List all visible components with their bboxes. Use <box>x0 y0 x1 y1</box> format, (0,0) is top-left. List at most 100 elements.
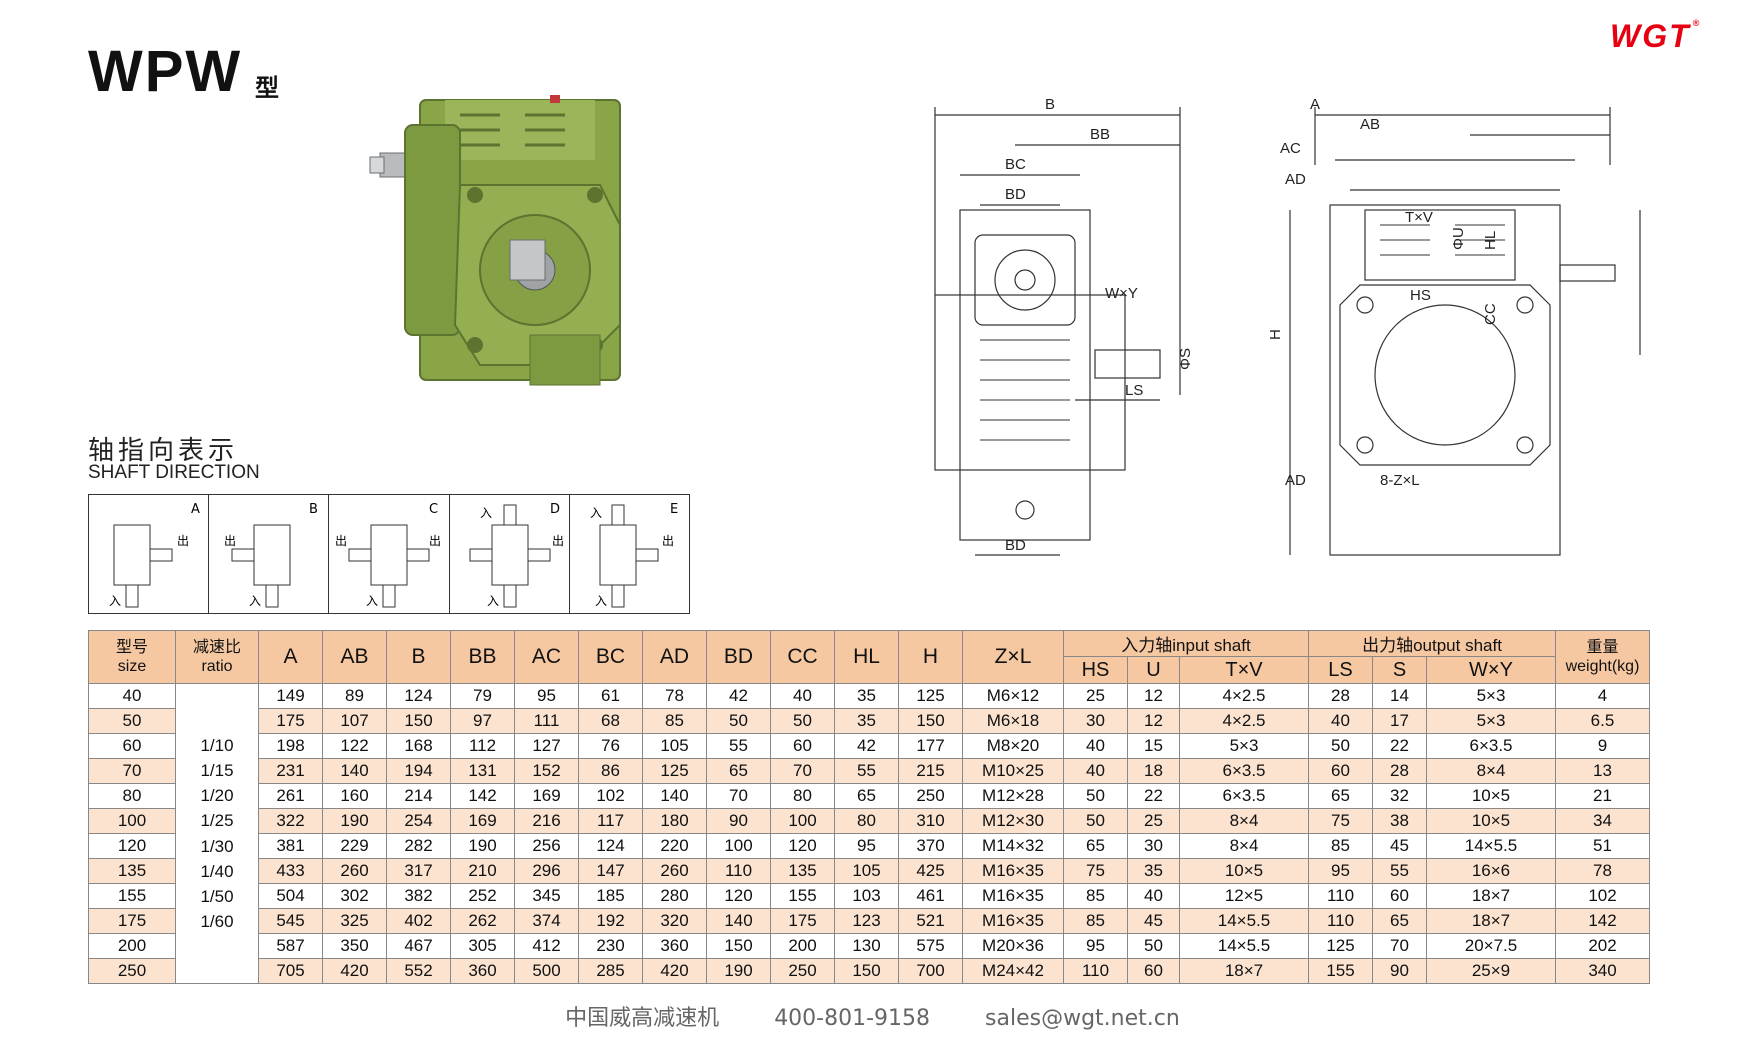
table-cell: 381 <box>258 833 323 859</box>
table-cell: 45 <box>1372 833 1427 859</box>
table-cell: M14×32 <box>962 833 1064 859</box>
ratio-value: 1/15 <box>200 760 234 780</box>
table-cell: 150 <box>834 958 899 984</box>
ratio-value: 1/30 <box>200 836 234 856</box>
table-cell: 18 <box>1127 758 1180 784</box>
dim-AB: AB <box>1360 116 1380 133</box>
table-cell: M12×28 <box>962 783 1064 809</box>
footer-company: 中国威高减速机 <box>565 1006 720 1031</box>
table-cell: 9 <box>1555 733 1650 759</box>
table-cell: 95 <box>1308 858 1373 884</box>
table-cell: 402 <box>386 908 451 934</box>
dim-H: H <box>1270 329 1284 340</box>
table-cell: 216 <box>514 808 579 834</box>
table-cell: 18×7 <box>1426 883 1556 909</box>
table-cell: 250 <box>898 783 963 809</box>
table-cell: 86 <box>578 758 643 784</box>
in-label-top: 入 <box>480 506 492 520</box>
table-cell: 25 <box>1063 683 1128 709</box>
table-cell: 345 <box>514 883 579 909</box>
table-cell: 200 <box>88 933 176 959</box>
table-cell: 250 <box>770 958 835 984</box>
table-cell: 60 <box>770 733 835 759</box>
header-col: CC <box>770 630 835 684</box>
type-label: E <box>670 502 678 517</box>
table-cell: 190 <box>706 958 771 984</box>
dim-WxY: W×Y <box>1105 285 1138 302</box>
table-cell: 30 <box>1127 833 1180 859</box>
table-cell: 8×4 <box>1426 758 1556 784</box>
header-col: AC <box>514 630 579 684</box>
table-cell: 425 <box>898 858 963 884</box>
table-cell: 229 <box>322 833 387 859</box>
table-cell: 40 <box>1127 883 1180 909</box>
table-cell: M10×25 <box>962 758 1064 784</box>
table-cell: 125 <box>642 758 707 784</box>
table-cell: 14 <box>1372 683 1427 709</box>
table-cell: 35 <box>1127 858 1180 884</box>
table-cell: 80 <box>770 783 835 809</box>
table-cell: 22 <box>1372 733 1427 759</box>
shaft-type-E: E 入 出 入 <box>570 495 689 613</box>
table-cell: 175 <box>258 708 323 734</box>
table-cell: 131 <box>450 758 515 784</box>
table-cell: 420 <box>322 958 387 984</box>
table-cell: 4×2.5 <box>1179 683 1309 709</box>
table-cell: 50 <box>1127 933 1180 959</box>
table-cell: M16×35 <box>962 908 1064 934</box>
table-cell: 100 <box>770 808 835 834</box>
out-label: 出 <box>552 534 564 548</box>
table-cell: 285 <box>578 958 643 984</box>
table-cell: 55 <box>706 733 771 759</box>
shaft-direction-title-en: SHAFT DIRECTION <box>88 462 260 483</box>
table-cell: M20×36 <box>962 933 1064 959</box>
table-cell: 28 <box>1308 683 1373 709</box>
header-output-shaft: 出力轴output shaft <box>1308 630 1556 657</box>
table-cell: 504 <box>258 883 323 909</box>
header-col: BC <box>578 630 643 684</box>
table-cell: M16×35 <box>962 883 1064 909</box>
page-title: WPW <box>88 39 243 104</box>
table-cell: 155 <box>1308 958 1373 984</box>
table-cell: 45 <box>1127 908 1180 934</box>
table-cell: 420 <box>642 958 707 984</box>
table-cell: 433 <box>258 858 323 884</box>
table-cell: 194 <box>386 758 451 784</box>
dim-AD-bottom: AD <box>1285 472 1306 489</box>
type-label: B <box>309 502 318 517</box>
table-cell: 85 <box>642 708 707 734</box>
table-cell: 545 <box>258 908 323 934</box>
table-cell: 12 <box>1127 708 1180 734</box>
table-cell: M16×35 <box>962 858 1064 884</box>
table-cell: 202 <box>1555 933 1650 959</box>
table-cell: 6.5 <box>1555 708 1650 734</box>
table-cell: 262 <box>450 908 515 934</box>
ratio-value: 1/50 <box>200 886 234 906</box>
logo-text: WGT <box>1610 18 1691 54</box>
table-cell: 125 <box>1308 933 1373 959</box>
table-cell: 322 <box>258 808 323 834</box>
table-cell: 370 <box>898 833 963 859</box>
table-cell: 500 <box>514 958 579 984</box>
table-cell: 100 <box>88 808 176 834</box>
header-sub: S <box>1372 656 1427 684</box>
table-cell: 100 <box>706 833 771 859</box>
table-cell: 70 <box>770 758 835 784</box>
title-suffix: 型 <box>255 74 279 102</box>
table-cell: 18×7 <box>1426 908 1556 934</box>
table-cell: 14×5.5 <box>1179 933 1309 959</box>
table-cell: 231 <box>258 758 323 784</box>
dim-PhiU: ΦU <box>1450 227 1467 250</box>
header-size-cn: 型号 <box>115 639 148 656</box>
table-cell: 575 <box>898 933 963 959</box>
table-cell: 142 <box>450 783 515 809</box>
header-weight-en: weight(kg) <box>1565 658 1640 675</box>
table-cell: 5×3 <box>1426 708 1556 734</box>
table-cell: 35 <box>834 683 899 709</box>
